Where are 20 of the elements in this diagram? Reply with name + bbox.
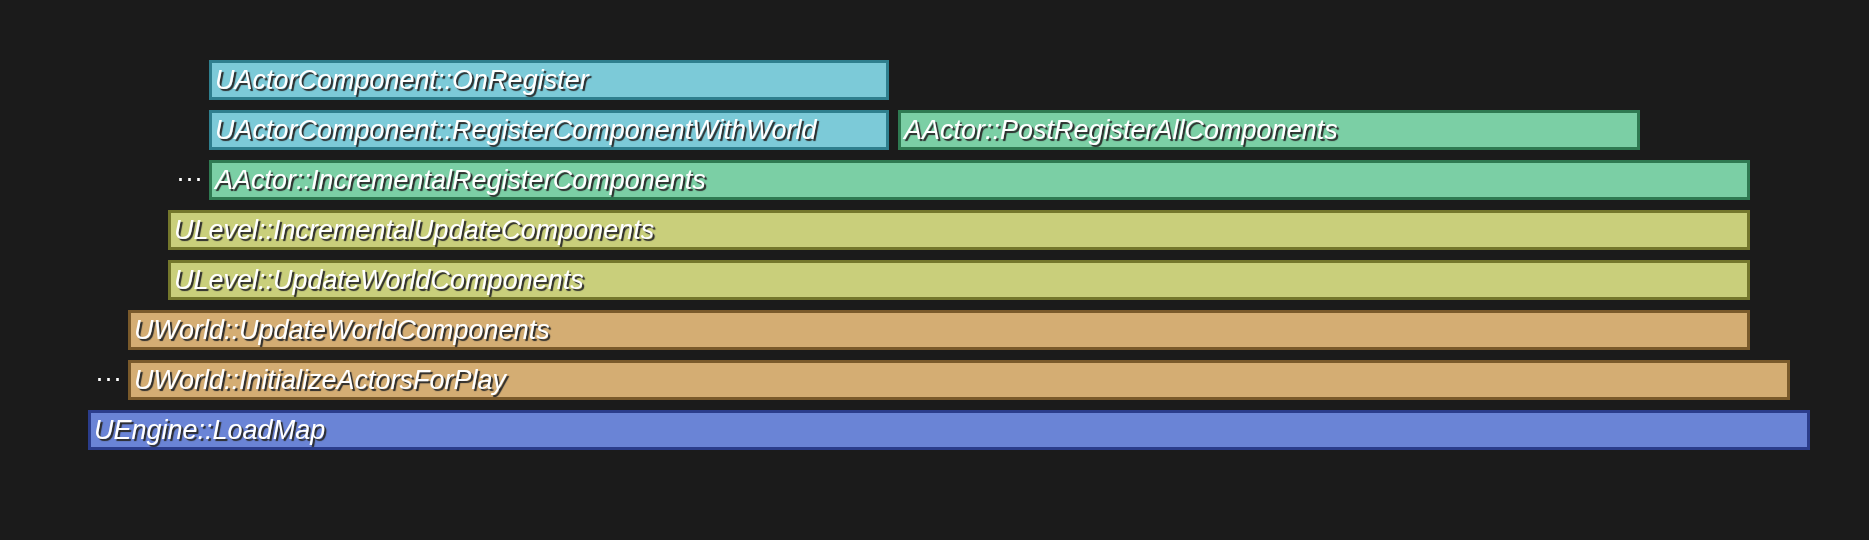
function-name: UActorComponent::RegisterComponentWithWorld [214,114,817,146]
call-bar [128,360,1790,400]
function-name: UWorld::InitializeActorsForPlay [133,364,507,396]
function-name: ULevel::UpdateWorldComponents [173,264,584,296]
function-name: ULevel::IncrementalUpdateComponents [173,214,655,246]
function-name: UActorComponent::OnRegister [214,64,589,96]
call-bar [168,210,1750,250]
call-bar [209,60,889,100]
function-name: UEngine::LoadMap [93,414,326,446]
call-bar [128,310,1750,350]
ellipsis-text: ··· [95,362,122,394]
function-name: AActor::PostRegisterAllComponents [902,114,1338,146]
function-name: UWorld::UpdateWorldComponents [133,314,550,346]
ellipsis-text: ··· [176,162,203,194]
call-bar [209,110,889,150]
call-bar [898,110,1640,150]
call-bar [209,160,1750,200]
call-bar [88,410,1810,450]
function-name: AActor::IncrementalRegisterComponents [213,164,706,196]
call-bar [168,260,1750,300]
